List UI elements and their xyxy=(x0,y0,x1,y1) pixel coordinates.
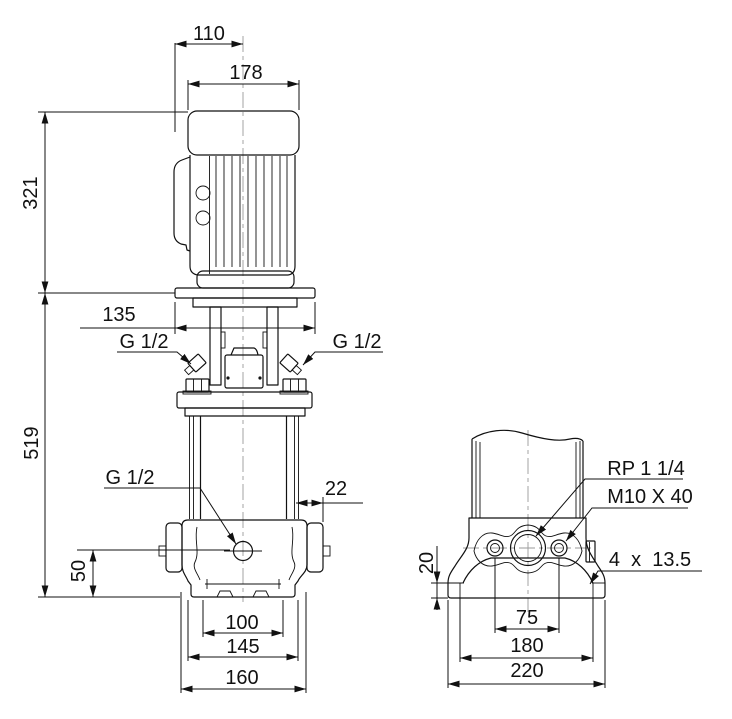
base-view: 20 RP 1 1/4 M10 X 40 4 x 13.5 75 180 xyxy=(416,429,702,688)
dim-220-label: 220 xyxy=(510,660,543,682)
drain-plug-label: G 1/2 xyxy=(106,467,155,489)
dim-50: 50 xyxy=(68,549,230,597)
motor-body xyxy=(189,155,296,276)
dim-519: 519 xyxy=(21,292,180,598)
dim-160-label: 160 xyxy=(225,667,258,689)
label-plug-left: G 1/2 xyxy=(117,331,192,365)
plug-left-label: G 1/2 xyxy=(120,331,169,353)
dim-100-label: 100 xyxy=(225,612,258,634)
port-thread-label: RP 1 1/4 xyxy=(607,458,684,480)
label-drain-plug: G 1/2 xyxy=(104,467,237,545)
port-boss-outline xyxy=(473,524,583,574)
dim-75-label: 75 xyxy=(516,607,538,629)
cable-gland-top xyxy=(195,185,211,201)
label-plug-right: G 1/2 xyxy=(302,331,383,366)
dim-75: 75 xyxy=(494,558,560,633)
dim-145-label: 145 xyxy=(226,636,259,658)
dim-22-label: 22 xyxy=(325,478,347,500)
bolt-hole-left-inner xyxy=(490,543,500,553)
dim-145: 145 xyxy=(187,600,299,661)
bolt-hole-right-inner xyxy=(554,543,564,553)
port-circle-outer xyxy=(509,529,547,567)
dim-519-label: 519 xyxy=(21,426,43,459)
base-arch xyxy=(462,557,594,584)
chamber-sleeve xyxy=(199,416,288,519)
fan-cover xyxy=(187,110,300,156)
staybolts xyxy=(189,416,299,519)
terminal-box xyxy=(173,156,191,252)
label-port-thread: RP 1 1/4 xyxy=(535,458,685,537)
coupling xyxy=(224,354,264,389)
pipe-break-line xyxy=(471,429,584,442)
coupling-screw-left xyxy=(226,376,230,380)
motor-shoulder xyxy=(196,270,295,289)
plug-left xyxy=(183,353,207,376)
stool-post-left xyxy=(209,306,222,386)
dim-321: 321 xyxy=(20,111,188,293)
label-foot-holes: 4 x 13.5 xyxy=(589,549,702,585)
dim-178: 178 xyxy=(187,62,300,110)
stool-lug-right xyxy=(262,331,268,349)
bolt-hole-left xyxy=(486,539,504,557)
dim-178-label: 178 xyxy=(229,62,262,84)
coupling-top xyxy=(230,347,259,356)
base-cast-line-right xyxy=(288,526,296,581)
bolt-hole-right xyxy=(550,539,568,557)
dim-50-label: 50 xyxy=(68,560,90,582)
dim-160: 160 xyxy=(180,592,307,693)
dim-110-label: 110 xyxy=(193,23,225,45)
side-lug xyxy=(585,540,596,563)
dim-180-label: 180 xyxy=(510,635,543,657)
motor-flange xyxy=(174,287,316,299)
stool-lug-left xyxy=(220,331,226,349)
port-stud-right xyxy=(322,545,331,557)
dim-220: 220 xyxy=(447,600,606,688)
chamber-step xyxy=(184,407,306,417)
dim-20: 20 xyxy=(416,546,462,610)
plug-right xyxy=(279,353,303,376)
base-cast-line-left xyxy=(193,526,201,581)
coupling-screw-right xyxy=(258,376,262,380)
pipe-column xyxy=(471,429,584,518)
front-view: 110 178 321 519 135 G 1/ xyxy=(20,23,383,693)
dim-110: 110 xyxy=(174,23,243,132)
dim-180: 180 xyxy=(459,598,594,662)
motor-fins xyxy=(215,156,288,267)
base-feet-tabs xyxy=(216,590,270,598)
port-stud-left xyxy=(158,545,167,557)
pump-base xyxy=(181,519,308,598)
drain-plug-circle xyxy=(232,540,254,562)
dim-100: 100 xyxy=(202,600,284,637)
label-motor-bolt: M10 X 40 xyxy=(565,486,693,542)
plug-right-label: G 1/2 xyxy=(333,331,382,353)
port-circle-inner xyxy=(514,534,542,562)
base-body xyxy=(447,517,606,599)
port-flange-right xyxy=(306,522,324,573)
cable-gland-bottom xyxy=(195,210,211,226)
motor-bolt-label: M10 X 40 xyxy=(607,486,693,508)
dim-135: 135 xyxy=(80,302,316,334)
stool-post-right xyxy=(266,306,279,386)
dim-135-label: 135 xyxy=(102,304,135,326)
dim-20-label: 20 xyxy=(416,552,438,574)
motor-flange-plate xyxy=(192,297,298,308)
port-flange-left xyxy=(165,522,183,573)
dim-321-label: 321 xyxy=(20,176,42,209)
foot-holes-label: 4 x 13.5 xyxy=(609,549,691,571)
dim-22: 22 xyxy=(296,478,363,522)
